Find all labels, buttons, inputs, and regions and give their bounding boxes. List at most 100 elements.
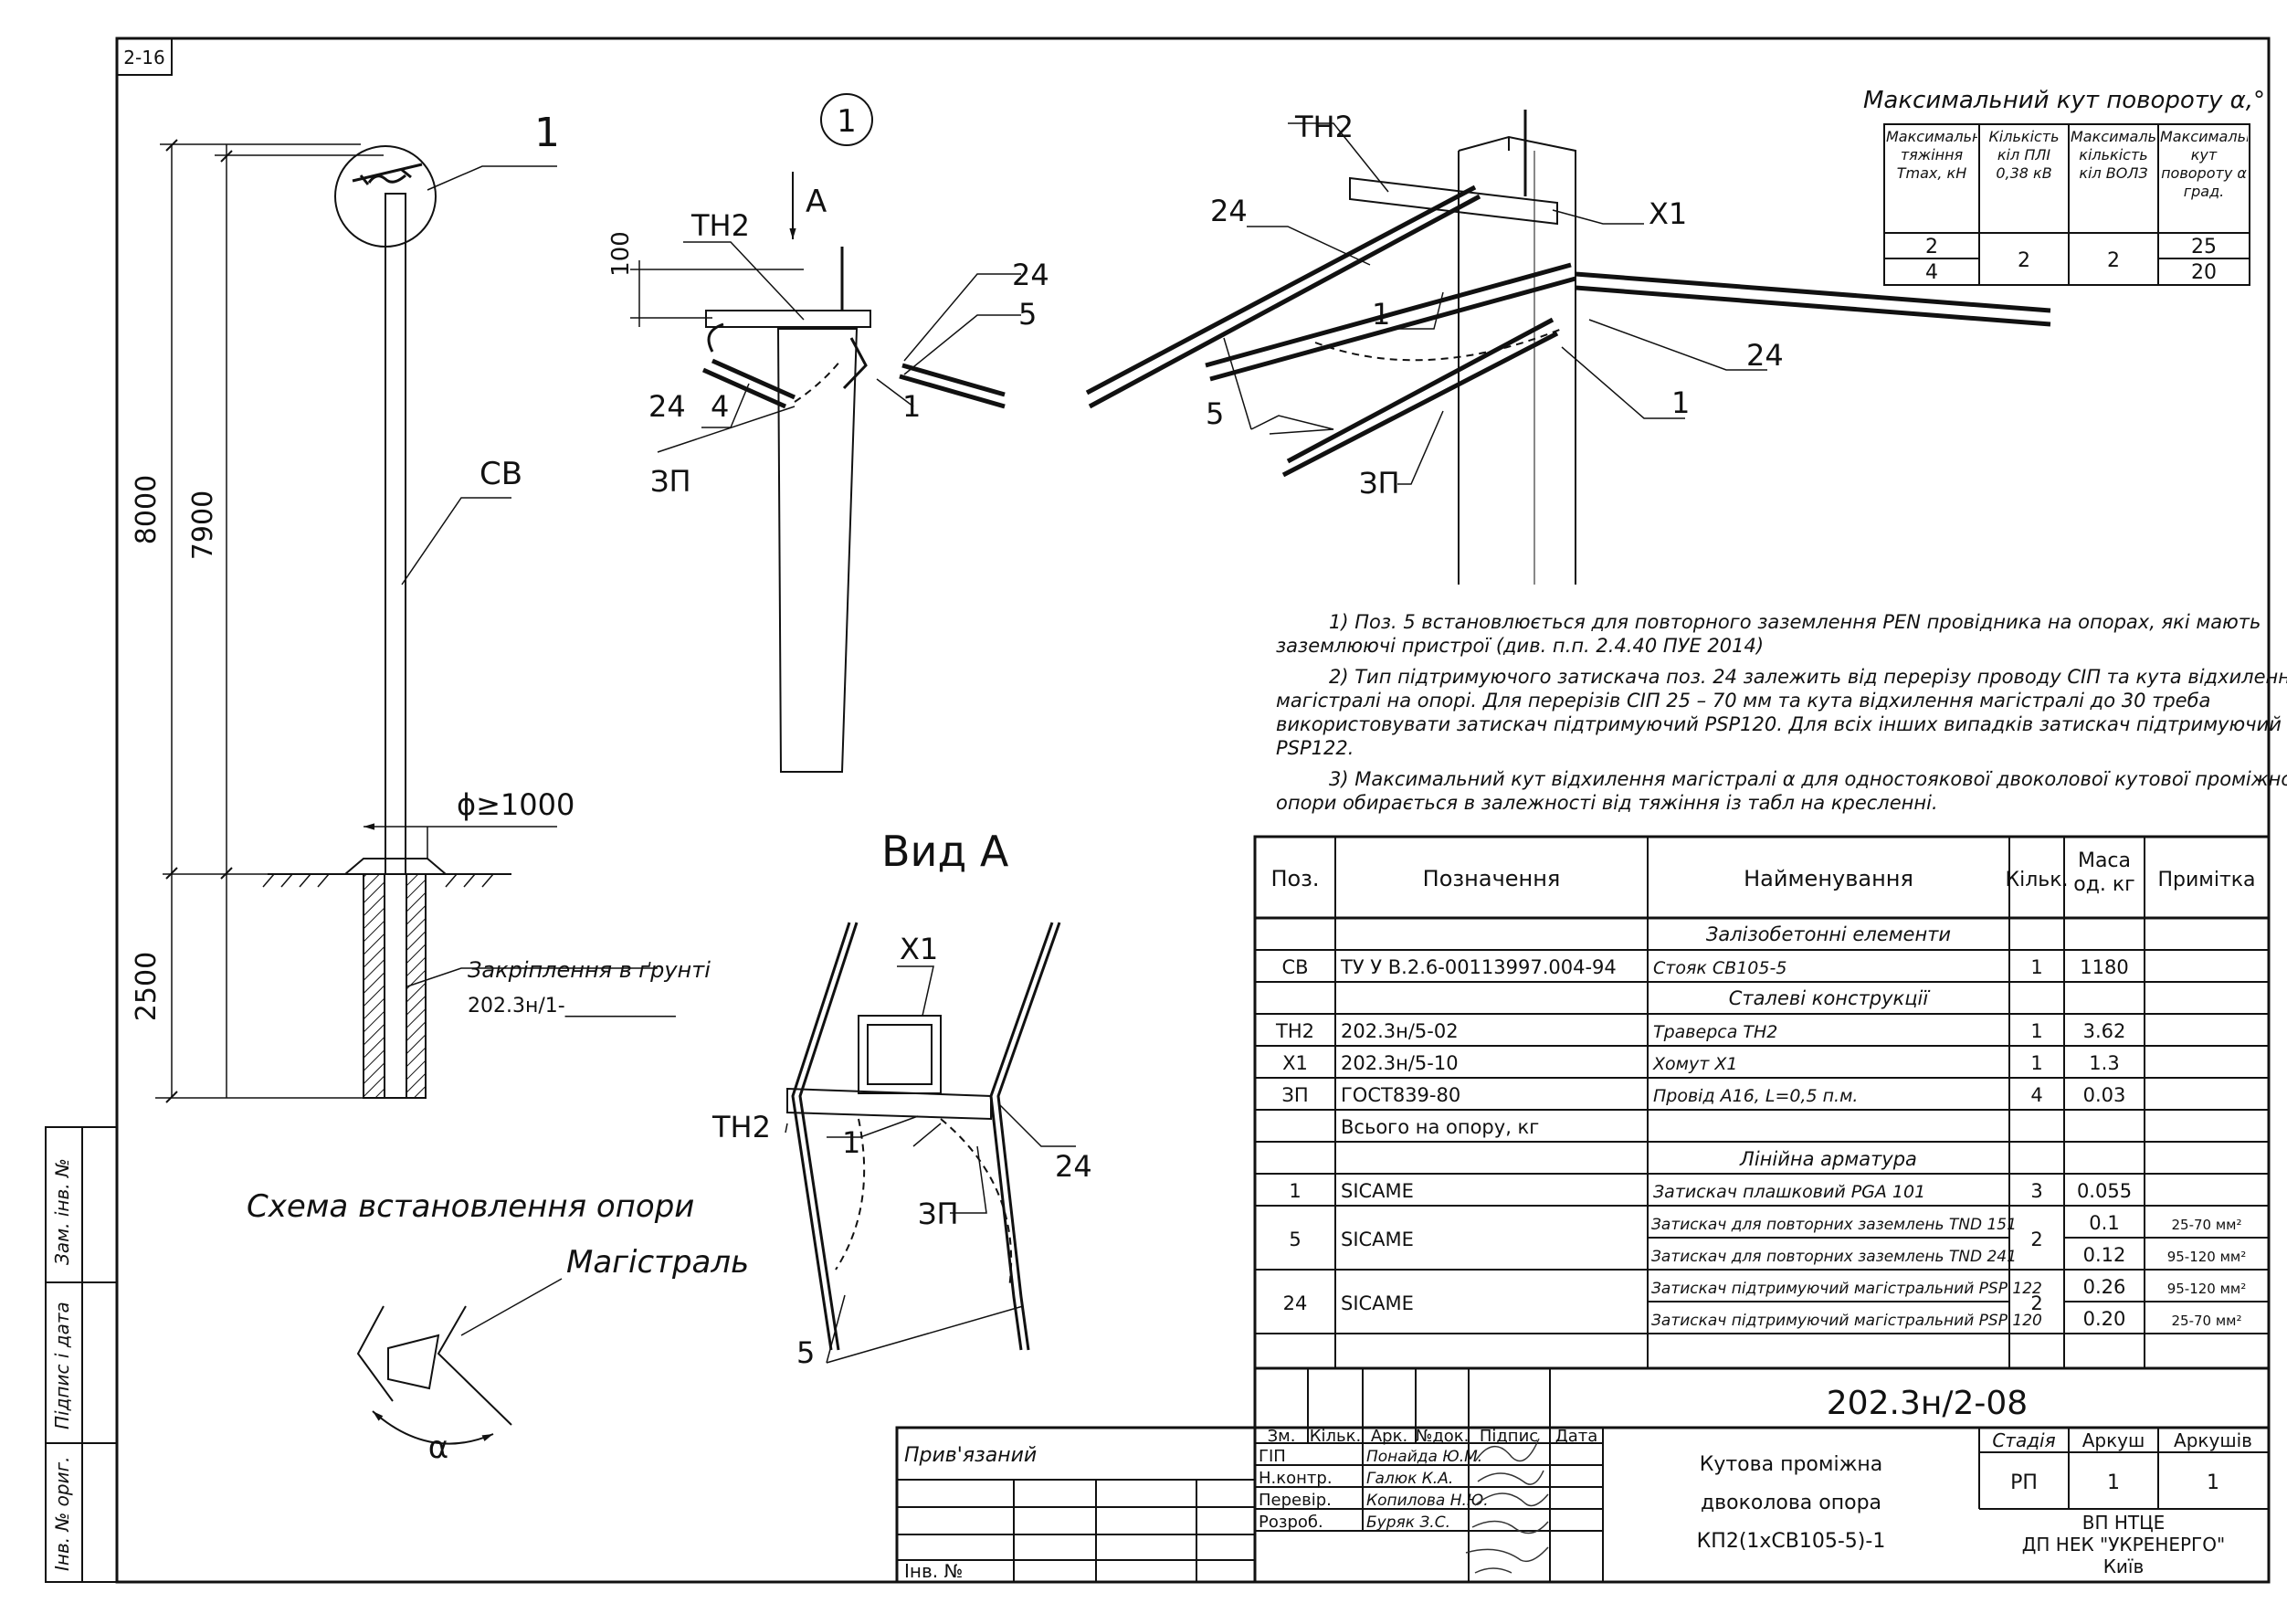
spec-cell: 3 <box>2030 1180 2042 1202</box>
note-line: використовувати затискач підтримуючий PS… <box>1276 713 2282 735</box>
sheet-value: 1 <box>2107 1471 2120 1494</box>
inv-label: Інв. № <box>904 1560 963 1582</box>
spec-cell: 1.3 <box>2089 1052 2119 1074</box>
rev-col: Кільк. <box>1310 1427 1362 1446</box>
dim-2500: 2500 <box>131 952 163 1021</box>
spec-section-steel: Сталеві конструкції <box>1729 987 1932 1009</box>
spec-cell: 1180 <box>2080 956 2128 978</box>
angle-r1-circuits: 2 <box>2018 249 2030 272</box>
d1-label-4: 4 <box>711 389 729 424</box>
spec-cell: 2 <box>2030 1292 2042 1314</box>
drawing-code: 202.3н/2-08 <box>1827 1385 2028 1422</box>
spec-cell: 25-70 мм² <box>2172 1217 2242 1233</box>
view-a <box>785 922 1076 1364</box>
signatories: ГІП Понайда Ю.М. Н.контр. Галюк К.А. Пер… <box>1259 1447 1489 1532</box>
spec-cell: Затискач плашковий PGA 101 <box>1653 1182 1925 1202</box>
note-line: 1) Поз. 5 встановлюється для повторного … <box>1329 611 2261 633</box>
angle-th-circuits: Кількість кіл ПЛІ 0,38 кВ <box>1988 128 2060 182</box>
side-stamp-inv-orig: Інв. № ориг. <box>51 1457 73 1571</box>
spec-cell: 25-70 мм² <box>2172 1313 2242 1329</box>
spec-cell: 4 <box>2030 1084 2042 1106</box>
label-sv: СВ <box>480 456 522 492</box>
iso-label-5: 5 <box>1206 396 1224 431</box>
dim-diameter: ϕ≥1000 <box>457 787 574 822</box>
sheet-header: Аркуш <box>2082 1429 2145 1451</box>
spec-cell: 0.1 <box>2089 1212 2119 1234</box>
note-line: опори обирається в залежності від тяжінн… <box>1276 792 1938 814</box>
note-line: заземлюючі пристрої (див. п.п. 2.4.40 ПУ… <box>1276 635 1764 657</box>
d1-label-24: 24 <box>1012 258 1049 292</box>
side-stamp-sign-date: Підпис і дата <box>51 1302 73 1429</box>
note-line: 2) Тип підтримуючого затискача поз. 24 з… <box>1329 666 2287 688</box>
spec-cell: 1 <box>2030 956 2042 978</box>
notes: 1) Поз. 5 встановлюється для повторного … <box>1276 611 2287 814</box>
sheets-value: 1 <box>2207 1471 2219 1494</box>
angle-th-fiber: Максимальна кількість кіл ВОЛЗ <box>2071 128 2156 182</box>
isometric-view <box>1085 110 2051 585</box>
angle-scheme <box>356 1278 563 1445</box>
revision-header: Зм. Кільк. Арк. №док. Підпис Дата <box>1268 1427 1598 1446</box>
dim-7900: 7900 <box>187 490 219 560</box>
view-a-title: Вид А <box>881 827 1009 876</box>
iso-label-24: 24 <box>1210 194 1248 228</box>
spec-cell: Затискач підтримуючий магістральний PSP … <box>1651 1312 2042 1330</box>
spec-th-name: Найменування <box>1744 866 1913 891</box>
dim-8000: 8000 <box>131 475 163 544</box>
spec-cell: 1 <box>2030 1020 2042 1042</box>
spec-body: Залізобетонні елементи СВ ТУ У В.2.6-001… <box>1275 923 2246 1330</box>
iso-label-1: 1 <box>1372 297 1390 332</box>
spec-cell: 1 <box>2030 1052 2042 1074</box>
d1-label-5: 5 <box>1018 297 1037 332</box>
spec-cell: 0.12 <box>2083 1244 2126 1266</box>
spec-cell: Затискач для повторних заземлень TND 151 <box>1651 1216 2017 1234</box>
iso-label-24b: 24 <box>1746 338 1784 373</box>
va-label-tn2: ТН2 <box>711 1110 771 1144</box>
va-label-24: 24 <box>1055 1149 1092 1184</box>
spec-cell: Х1 <box>1282 1052 1308 1074</box>
angle-r1-fiber: 2 <box>2107 249 2120 272</box>
org-line-2: ДП НЕК "УКРЕНЕРГО" <box>2022 1534 2225 1555</box>
spec-cell: 0.20 <box>2083 1308 2126 1330</box>
spec-section-rc: Залізобетонні елементи <box>1706 923 1951 945</box>
spec-cell: 2 <box>2030 1229 2042 1250</box>
title-block-grid <box>895 1368 2271 1584</box>
person: Понайда Ю.М. <box>1366 1448 1482 1466</box>
stage-value: РП <box>2010 1471 2038 1494</box>
side-stamp <box>45 1126 118 1583</box>
stage-header: Стадія <box>1992 1429 2055 1451</box>
va-label-1: 1 <box>842 1125 860 1160</box>
iso-label-x1: Х1 <box>1649 196 1687 231</box>
spec-section-fittings: Лінійна арматура <box>1739 1148 1917 1170</box>
detail-1-marker: 1 <box>837 103 857 140</box>
spec-cell: 202.3н/5-02 <box>1341 1020 1459 1042</box>
signature-scribbles <box>1465 1438 1549 1574</box>
angle-r1-tmax: 2 <box>1925 236 1938 258</box>
spec-total-label: Всього на опору, кг <box>1341 1116 1539 1138</box>
pole-elevation <box>155 139 658 1103</box>
side-stamp-replaced-inv: Зам. інв. № <box>51 1158 73 1265</box>
va-label-5: 5 <box>796 1335 815 1370</box>
detail-1 <box>630 93 1021 773</box>
rev-col: №док. <box>1416 1427 1470 1446</box>
angle-th-tension: Максимальне тяжіння Tmax, кН <box>1886 128 1977 182</box>
person: Галюк К.А. <box>1366 1470 1453 1488</box>
spec-cell: Затискач підтримуючий магістральний PSP … <box>1651 1280 2042 1298</box>
org-line-1: ВП НТЦЕ <box>2082 1512 2166 1534</box>
spec-cell: 0.03 <box>2083 1084 2126 1106</box>
spec-cell: Хомут Х1 <box>1652 1054 1737 1074</box>
spec-cell: 95-120 мм² <box>2167 1281 2247 1297</box>
spec-cell: 202.3н/5-10 <box>1341 1052 1459 1074</box>
person: Копилова Н.Ю. <box>1366 1492 1489 1510</box>
bound-label: Прив'язаний <box>904 1444 1037 1467</box>
spec-cell: СВ <box>1281 956 1308 978</box>
callout-detail-1: 1 <box>534 110 560 156</box>
iso-label-tn2: ТН2 <box>1294 110 1354 144</box>
spec-cell: 1 <box>1289 1180 1301 1202</box>
spec-cell: Затискач для повторних заземлень TND 241 <box>1651 1248 2017 1266</box>
role: Н.контр. <box>1259 1469 1333 1488</box>
spec-cell: Провід А16, L=0,5 п.м. <box>1653 1086 1858 1106</box>
note-line: 3) Максимальний кут відхилення магістрал… <box>1329 768 2287 790</box>
d1-label-24b: 24 <box>648 389 686 424</box>
rev-col: Дата <box>1555 1427 1598 1446</box>
